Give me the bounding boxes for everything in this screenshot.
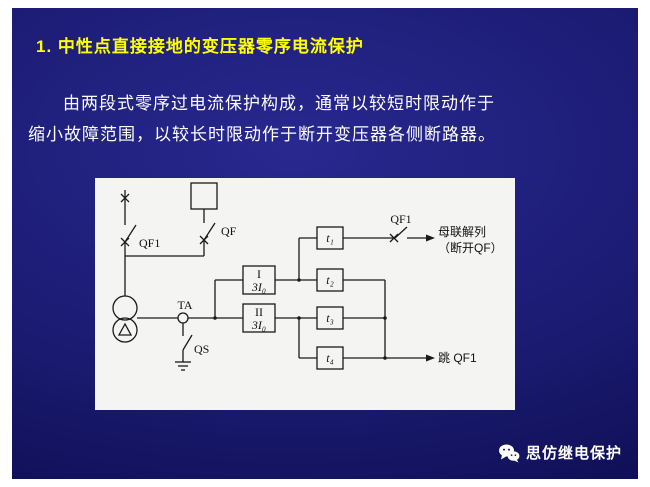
label-ta: TA: [177, 298, 192, 312]
slide: 1. 中性点直接接地的变压器零序电流保护 由两段式零序过电流保护构成，通常以较短…: [12, 8, 638, 479]
body-text: 由两段式零序过电流保护构成，通常以较短时限动作于 缩小故障范围，以较长时限动作于…: [28, 88, 624, 150]
qf1-blade-icon: [124, 224, 137, 243]
arrow-bottom-icon: [426, 354, 435, 362]
wechat-icon: [498, 443, 520, 463]
circuit-labels: QF1 QF TA QS I 3I₀ II 3I₀ t₁ t₂ t₃ t₄ QF…: [139, 212, 412, 365]
body-line-1: 由两段式零序过电流保护构成，通常以较短时限动作于: [63, 94, 495, 113]
brand-name: 思仿继电保护: [525, 445, 622, 462]
circuit-svg: QF1 QF TA QS I 3I₀ II 3I₀ t₁ t₂ t₃ t₄ QF…: [112, 182, 503, 371]
timer-label-t3: t₃: [326, 311, 334, 325]
timer-label-t2: t₂: [326, 273, 334, 287]
label-qf1-right: QF1: [390, 212, 411, 226]
delta-symbol-icon: [117, 322, 133, 336]
footer-brand: 思仿继电保护: [498, 442, 622, 463]
arrow-top-icon: [426, 234, 435, 242]
timer-label-t1: t₁: [326, 231, 334, 245]
contact-cross-icon: [389, 233, 399, 243]
circuit-lines: [112, 182, 426, 371]
output-bottom: 跳 QF1: [438, 351, 477, 365]
current-transformer-icon: [177, 312, 189, 324]
timer-label-t4: t₄: [326, 351, 334, 365]
output-top-line2: （断开QF）: [438, 240, 503, 255]
bus-section-box: [190, 182, 218, 210]
junctions-and-arrows: [213, 234, 435, 362]
transformer-winding-1: [112, 295, 138, 321]
label-qf: QF: [221, 224, 237, 238]
stage1-quantity: 3I₀: [251, 280, 266, 294]
stage2-numeral: II: [255, 305, 263, 319]
transformer-winding-2: [112, 317, 138, 343]
label-qs: QS: [194, 342, 209, 356]
slide-title: 1. 中性点直接接地的变压器零序电流保护: [36, 37, 364, 56]
stage1-numeral: I: [257, 267, 261, 281]
qf-blade-icon: [203, 222, 216, 241]
label-qf1-left: QF1: [139, 236, 160, 250]
output-top-line1: 母联解列: [438, 225, 486, 239]
body-line-2: 缩小故障范围，以较长时限动作于断开变压器各侧断路器。: [28, 125, 496, 144]
output-texts: 母联解列 （断开QF） 跳 QF1: [438, 225, 503, 365]
qf1-contact-blade-icon: [394, 226, 408, 239]
qs-blade-icon: [182, 334, 193, 351]
breaker-cross-icon: [120, 193, 130, 203]
protection-diagram: QF1 QF TA QS I 3I₀ II 3I₀ t₁ t₂ t₃ t₄ QF…: [95, 178, 515, 410]
stage2-quantity: 3I₀: [251, 318, 266, 332]
